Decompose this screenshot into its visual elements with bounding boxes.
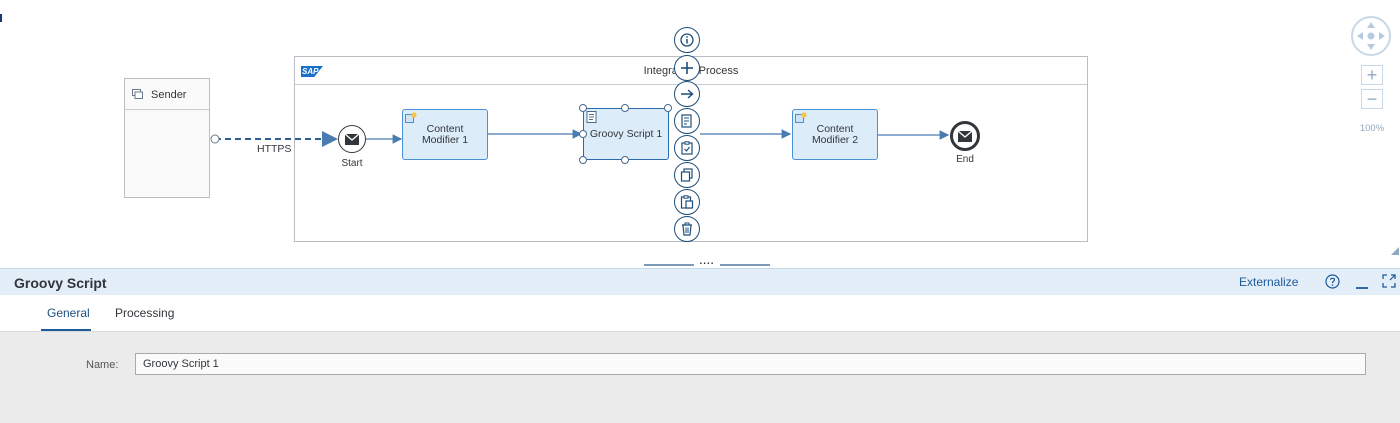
properties-form <box>0 332 1400 423</box>
name-input[interactable] <box>135 353 1366 375</box>
script-icon <box>586 111 597 123</box>
envelope-filled-icon <box>958 130 972 142</box>
connectors <box>210 129 950 147</box>
help-icon[interactable] <box>1325 274 1340 289</box>
info-icon <box>680 33 694 47</box>
canvas-edge-marker <box>0 14 2 22</box>
sap-logo-icon: SAP <box>301 66 323 77</box>
delete-button[interactable] <box>674 216 700 242</box>
sender-label: Sender <box>151 89 187 101</box>
end-event[interactable] <box>950 121 980 151</box>
paste-icon <box>680 195 694 209</box>
end-label: End <box>956 154 974 165</box>
sender-system-icon <box>132 89 143 99</box>
edit-script-icon <box>681 114 692 128</box>
resize-handle[interactable] <box>621 156 629 164</box>
edit-script-button[interactable] <box>674 108 700 134</box>
copy-button[interactable] <box>674 162 700 188</box>
zoom-level: 100% <box>1359 123 1385 134</box>
connect-button[interactable] <box>674 81 700 107</box>
info-button[interactable] <box>674 27 700 53</box>
connect-arrow-icon <box>681 89 694 99</box>
delete-icon <box>682 222 692 236</box>
content-modifier-icon <box>405 112 417 123</box>
resize-handle[interactable] <box>579 130 587 138</box>
paste-button[interactable] <box>674 189 700 215</box>
content-modifier-icon <box>795 112 807 123</box>
properties-panel-header: Groovy Script Externalize <box>0 268 1400 295</box>
panel-title: Groovy Script <box>14 275 107 291</box>
envelope-icon <box>345 133 359 145</box>
step-label: Groovy Script 1 <box>589 128 663 140</box>
resize-handle[interactable] <box>579 104 587 112</box>
groovy-script-1-step[interactable]: Groovy Script 1 <box>583 108 669 160</box>
name-label: Name: <box>86 359 119 371</box>
add-icon <box>681 62 693 74</box>
copy-icon <box>680 168 693 182</box>
sender-participant[interactable]: Sender <box>124 78 210 198</box>
properties-tabs: General Processing <box>0 295 1400 332</box>
active-tab-indicator <box>41 329 91 331</box>
maximize-icon[interactable] <box>1382 274 1396 288</box>
start-label: Start <box>341 158 363 169</box>
collapse-corner-icon[interactable] <box>1391 247 1399 255</box>
channel-label[interactable]: HTTPS <box>257 143 292 155</box>
start-event[interactable] <box>338 125 366 153</box>
sender-header: Sender <box>125 79 209 110</box>
channel-origin-handle <box>210 134 220 144</box>
tab-processing[interactable]: Processing <box>115 306 175 320</box>
splitter-grip[interactable]: .... <box>694 257 720 268</box>
assign-icon <box>681 141 693 155</box>
tab-general[interactable]: General <box>47 306 90 320</box>
minimize-icon[interactable] <box>1355 274 1369 290</box>
diagram-canvas[interactable]: Sender SAP Integration Process HTTPS Sta… <box>0 0 1400 266</box>
assign-button[interactable] <box>674 135 700 161</box>
pan-arrows-icon <box>1357 22 1385 50</box>
add-button[interactable] <box>674 55 700 81</box>
zoom-out-button[interactable]: − <box>1361 89 1383 109</box>
pan-navigator[interactable] <box>1351 16 1391 56</box>
resize-handle[interactable] <box>579 156 587 164</box>
externalize-link[interactable]: Externalize <box>1239 275 1299 289</box>
resize-handle[interactable] <box>664 104 672 112</box>
zoom-in-button[interactable]: + <box>1361 65 1383 85</box>
resize-handle[interactable] <box>621 104 629 112</box>
